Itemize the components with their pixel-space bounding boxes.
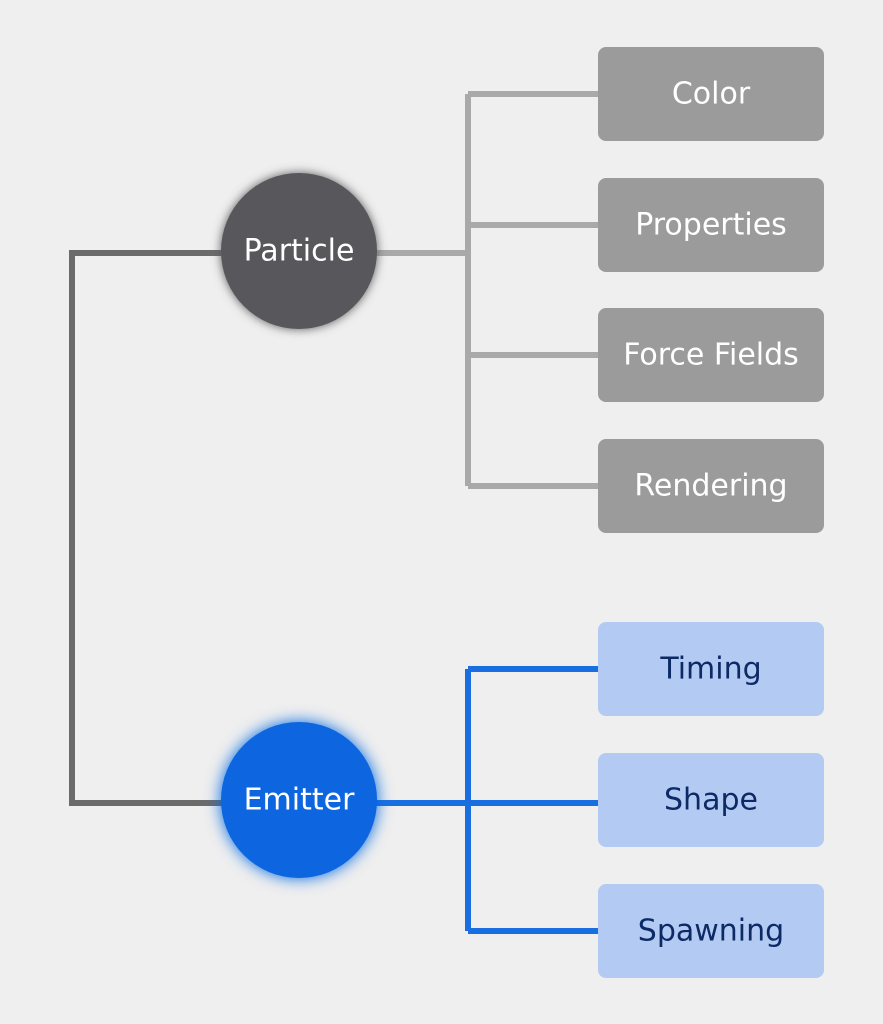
particle-child-color: Color [598, 47, 824, 141]
particle-node: Particle [221, 173, 377, 329]
emitter-node-label: Emitter [244, 783, 355, 818]
emitter-node: Emitter [221, 722, 377, 878]
emitter-connectors [376, 666, 598, 934]
emitter-child-label: Timing [659, 652, 761, 687]
particle-child-label: Rendering [634, 469, 787, 504]
emitter-child-label: Spawning [638, 914, 784, 949]
emitter-child-label: Shape [664, 783, 758, 818]
particle-node-label: Particle [244, 234, 355, 269]
particle-connectors [376, 91, 598, 489]
emitter-child-spawning: Spawning [598, 884, 824, 978]
particle-child-label: Force Fields [623, 338, 799, 373]
particle-child-label: Properties [635, 208, 787, 243]
particle-child-label: Color [672, 77, 751, 112]
particle-child-force-fields: Force Fields [598, 308, 824, 402]
emitter-child-shape: Shape [598, 753, 824, 847]
trunk-connector [69, 250, 222, 806]
emitter-child-timing: Timing [598, 622, 824, 716]
particle-child-properties: Properties [598, 178, 824, 272]
particle-child-rendering: Rendering [598, 439, 824, 533]
